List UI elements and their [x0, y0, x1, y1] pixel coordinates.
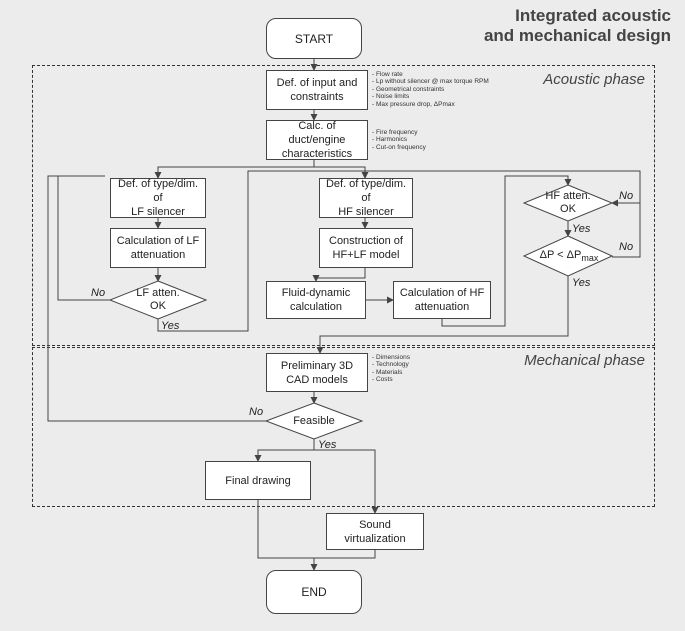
edge-split-sound [314, 449, 379, 514]
dp-check-sub: max [581, 253, 599, 264]
feasible-text: Feasible [293, 415, 335, 427]
input-notes: Flow rate Lp without silencer @ max torq… [372, 71, 489, 108]
note-item: Technology [372, 361, 410, 368]
note-item: Flow rate [372, 71, 489, 78]
note-item: Costs [372, 376, 410, 383]
def-hf-box: Def. of type/dim. of HF silencer [319, 178, 413, 218]
fluid-box: Fluid-dynamic calculation [266, 281, 366, 319]
calc-hf-box: Calculation of HF attenuation [393, 281, 491, 319]
feasible-yes-label: Yes [318, 439, 337, 451]
edge-dp-no [612, 171, 641, 258]
hf-ok-text: HF atten. OK [545, 190, 591, 215]
feasible-no-label: No [249, 406, 264, 418]
hf-ok-decision [522, 184, 614, 222]
def-lf-box: Def. of type/dim. of LF silencer [110, 178, 206, 218]
mechanical-phase-label: Mechanical phase [524, 352, 645, 369]
title-line-2: and mechanical design [483, 26, 671, 45]
lf-ok-decision [108, 280, 208, 320]
edge-final-end [257, 500, 318, 571]
note-item: Noise limits [372, 93, 489, 100]
note-item: Fire frequency [372, 129, 426, 136]
cad-notes: Dimensions Technology Materials Costs [372, 354, 410, 384]
cad-box: Preliminary 3D CAD models [266, 353, 368, 392]
note-item: Harmonics [372, 136, 426, 143]
edge-calchf-return [441, 175, 572, 327]
duct-notes: Fire frequency Harmonics Cut-on frequenc… [372, 129, 426, 151]
note-item: Lp without silencer @ max torque RPM [372, 78, 489, 85]
edge-feasible-no [47, 175, 266, 422]
edge-sound-end [314, 550, 376, 559]
edge-construct-fluid [312, 268, 366, 282]
dp-yes-label: Yes [572, 277, 591, 289]
dp-check-text: ΔP < ΔPmax [530, 249, 608, 263]
lf-no-label: No [91, 287, 106, 299]
note-item: Max pressure drop, ΔPmax [372, 101, 489, 108]
note-item: Geometrical constraints [372, 86, 489, 93]
dp-no-label: No [619, 241, 634, 253]
calc-lf-box: Calculation of LF attenuation [110, 228, 206, 268]
final-drawing-box: Final drawing [205, 461, 311, 500]
start-node: START [266, 18, 362, 59]
acoustic-phase-region [32, 65, 655, 346]
lf-ok-text: LF atten. OK [136, 287, 180, 312]
diagram-title: Integrated acoustic and mechanical desig… [484, 6, 671, 46]
def-input-box: Def. of input and constraints [266, 70, 368, 110]
note-item: Materials [372, 369, 410, 376]
dp-decision [522, 235, 614, 277]
calc-duct-box: Calc. of duct/engine characteristics [266, 120, 368, 160]
title-line-1: Integrated acoustic [515, 6, 671, 25]
sound-box: Sound virtualization [326, 513, 424, 550]
edge-feasible-yes [254, 439, 315, 462]
note-item: Cut-on frequency [372, 144, 426, 151]
hf-yes-label: Yes [572, 223, 591, 235]
construct-box: Construction of HF+LF model [319, 228, 413, 268]
edge-dp-yes [316, 276, 569, 354]
mechanical-phase-region [32, 347, 655, 507]
end-node: END [266, 570, 362, 614]
edge-lfok-no [57, 175, 110, 301]
edge-duct-hf [314, 166, 369, 179]
acoustic-phase-label: Acoustic phase [543, 71, 645, 88]
feasible-decision [264, 402, 364, 440]
note-item: Dimensions [372, 354, 410, 361]
hf-no-label: No [619, 190, 634, 202]
lf-yes-label: Yes [161, 320, 180, 332]
dp-check-main: ΔP < ΔP [539, 249, 582, 261]
edge-duct-split [154, 160, 315, 179]
